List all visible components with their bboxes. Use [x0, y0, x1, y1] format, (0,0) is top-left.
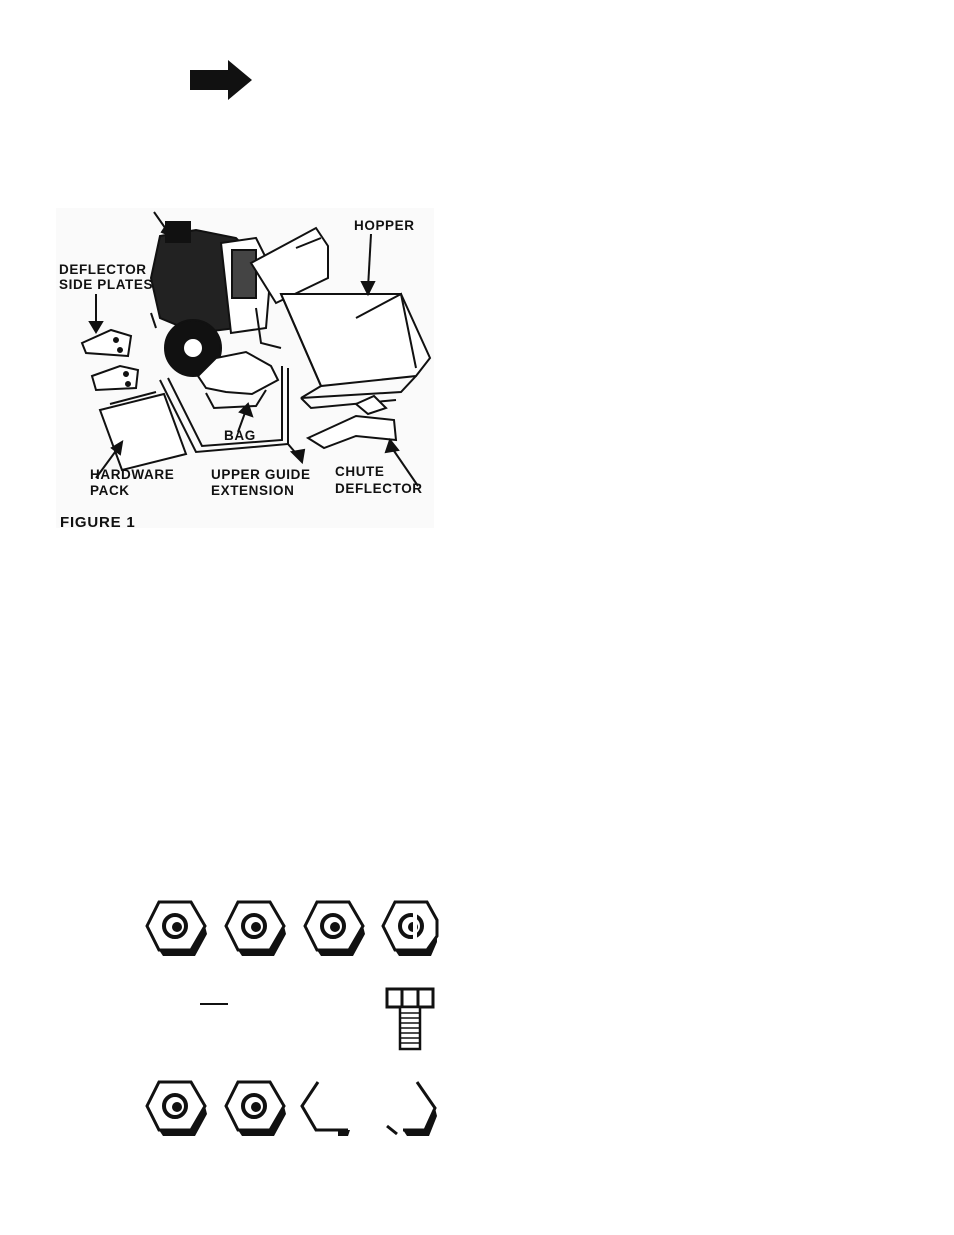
hex-nut-icon — [224, 898, 288, 958]
label-deflector-2: DEFLECTOR — [335, 481, 423, 496]
label-side-plates: SIDE PLATES — [59, 277, 153, 292]
partial-nut-icon — [298, 1078, 360, 1138]
arrow-right-icon — [188, 58, 254, 102]
label-hardware: HARDWARE — [90, 467, 174, 482]
label-hopper: HOPPER — [354, 218, 415, 233]
partial-nut-icon — [383, 1078, 439, 1138]
divider-dash — [200, 1003, 228, 1005]
figure-title: FIGURE 1 — [60, 515, 136, 530]
label-chute: CHUTE — [335, 464, 385, 479]
label-bag: BAG — [224, 428, 256, 443]
hex-nut-icon — [145, 1078, 209, 1138]
figure-1: DEFLECTOR SIDE PLATES HOPPER BAG HARDWAR… — [56, 208, 434, 528]
label-pack: PACK — [90, 483, 130, 498]
label-extension: EXTENSION — [211, 483, 294, 498]
hex-nut-icon — [381, 898, 439, 958]
label-upper-guide: UPPER GUIDE — [211, 467, 311, 482]
hex-nut-icon — [145, 898, 209, 958]
hex-bolt-icon — [384, 983, 436, 1053]
hex-nut-icon — [224, 1078, 288, 1138]
hex-nut-icon — [303, 898, 367, 958]
label-deflector: DEFLECTOR — [59, 262, 147, 277]
